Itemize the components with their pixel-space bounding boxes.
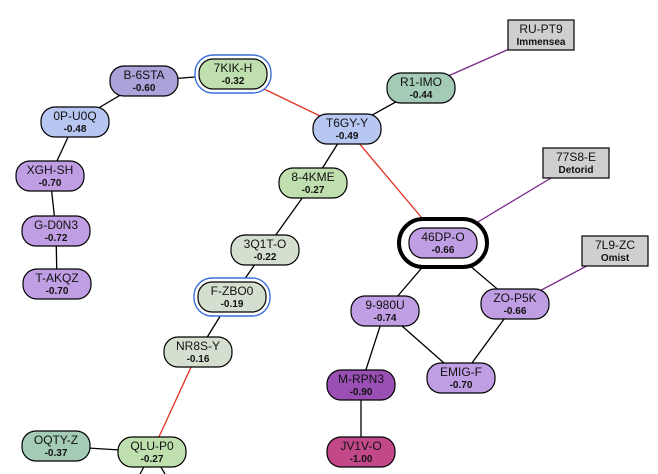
node-body	[408, 227, 478, 259]
node-f-zbo0[interactable]: F-ZBO0-0.19	[193, 277, 271, 317]
node-name: QLU-P0	[130, 439, 174, 453]
node-name: T-AKQZ	[35, 271, 78, 285]
node-value: -0.49	[336, 131, 359, 142]
node-8-4kme[interactable]: 8-4KME-0.27	[278, 167, 348, 199]
node-body	[163, 336, 233, 368]
node-value: -0.32	[222, 76, 245, 87]
node-body	[230, 234, 300, 266]
node-body	[40, 106, 110, 138]
node-value: -0.74	[374, 313, 397, 324]
node-body	[21, 430, 91, 462]
node-oqty-z[interactable]: OQTY-Z-0.37	[21, 430, 91, 462]
node-name: 7KIK-H	[214, 61, 253, 75]
node-name: 46DP-O	[421, 230, 464, 244]
node-name: R1-IMO	[400, 75, 442, 89]
node-b-6sta[interactable]: B-6STA-0.60	[109, 65, 179, 97]
node-zo-p5k[interactable]: ZO-P5K-0.66	[480, 288, 550, 320]
box-name: 7L9-ZC	[595, 238, 635, 252]
node-value: -0.19	[221, 299, 244, 310]
node-name: G-D0N3	[34, 218, 78, 232]
node-46dp-o[interactable]: 46DP-O-0.66	[397, 217, 489, 269]
node-value: -0.27	[141, 454, 164, 465]
node-value: -0.22	[254, 252, 277, 263]
node-name: M-RPN3	[338, 372, 384, 386]
node-value: -0.66	[432, 245, 455, 256]
node-value: -0.70	[39, 178, 62, 189]
node-0p-u0q[interactable]: 0P-U0Q-0.48	[40, 106, 110, 138]
node-jv1v-o[interactable]: JV1V-O-1.00	[326, 436, 396, 468]
box-region-name: Immensea	[517, 37, 566, 48]
node-body	[117, 436, 187, 468]
node-value: -0.27	[302, 185, 325, 196]
node-value: -0.44	[410, 90, 433, 101]
node-body	[15, 160, 85, 192]
node-xgh-sh[interactable]: XGH-SH-0.70	[15, 160, 85, 192]
edge-NR8S-Y-QLU-P0	[151, 351, 199, 453]
node-name: 3Q1T-O	[244, 237, 287, 251]
node-value: -1.00	[350, 454, 373, 465]
node-t6gy-y[interactable]: T6GY-Y-0.49	[312, 113, 382, 145]
node-body	[197, 281, 267, 313]
node-name: B-6STA	[123, 68, 164, 82]
node-m-rpn3[interactable]: M-RPN3-0.90	[326, 369, 396, 401]
box-name: 77S8-E	[556, 150, 596, 164]
node-nr8s-y[interactable]: NR8S-Y-0.16	[163, 336, 233, 368]
box-body	[581, 235, 649, 267]
node-value: -0.70	[46, 286, 69, 297]
node-t-akqz[interactable]: T-AKQZ-0.70	[22, 268, 92, 300]
node-name: 8-4KME	[291, 170, 334, 184]
node-name: 9-980U	[365, 298, 404, 312]
node-name: EMIG-F	[440, 365, 482, 379]
node-name: T6GY-Y	[326, 116, 368, 130]
node-value: -0.66	[504, 306, 527, 317]
node-body	[198, 58, 268, 90]
node-value: -0.16	[187, 354, 210, 365]
box-body	[542, 147, 610, 179]
node-value: -0.37	[45, 448, 68, 459]
node-r1-imo[interactable]: R1-IMO-0.44	[386, 72, 456, 104]
box-name: RU-PT9	[519, 22, 563, 36]
node-name: ZO-P5K	[493, 291, 536, 305]
node-body	[326, 369, 396, 401]
node-value: -0.60	[133, 83, 156, 94]
node-body	[350, 295, 420, 327]
node-body	[22, 268, 92, 300]
node-body	[278, 167, 348, 199]
node-value: -0.72	[45, 233, 68, 244]
node-9-980u[interactable]: 9-980U-0.74	[350, 295, 420, 327]
node-name: JV1V-O	[340, 439, 381, 453]
node-body	[326, 436, 396, 468]
node-g-d0n3[interactable]: G-D0N3-0.72	[21, 215, 91, 247]
node-name: NR8S-Y	[176, 339, 220, 353]
node-body	[312, 113, 382, 145]
node-emig-f[interactable]: EMIG-F-0.70	[426, 362, 496, 394]
nodes-layer: B-6STA-0.607KIK-H-0.320P-U0Q-0.48XGH-SH-…	[15, 54, 550, 468]
node-name: XGH-SH	[27, 163, 74, 177]
node-name: OQTY-Z	[34, 433, 78, 447]
node-body	[480, 288, 550, 320]
node-qlu-p0[interactable]: QLU-P0-0.27	[117, 436, 187, 468]
node-body	[426, 362, 496, 394]
box-region-name: Detorid	[559, 165, 594, 176]
node-name: F-ZBO0	[211, 284, 254, 298]
node-3q1t-o[interactable]: 3Q1T-O-0.22	[230, 234, 300, 266]
node-name: 0P-U0Q	[53, 109, 96, 123]
node-body	[21, 215, 91, 247]
node-body	[109, 65, 179, 97]
box-region-name: Omist	[601, 253, 630, 264]
node-7kik-h[interactable]: 7KIK-H-0.32	[194, 54, 272, 94]
node-value: -0.70	[450, 380, 473, 391]
box-body	[507, 19, 575, 51]
node-value: -0.90	[350, 387, 373, 398]
node-value: -0.48	[64, 124, 87, 135]
node-body	[386, 72, 456, 104]
